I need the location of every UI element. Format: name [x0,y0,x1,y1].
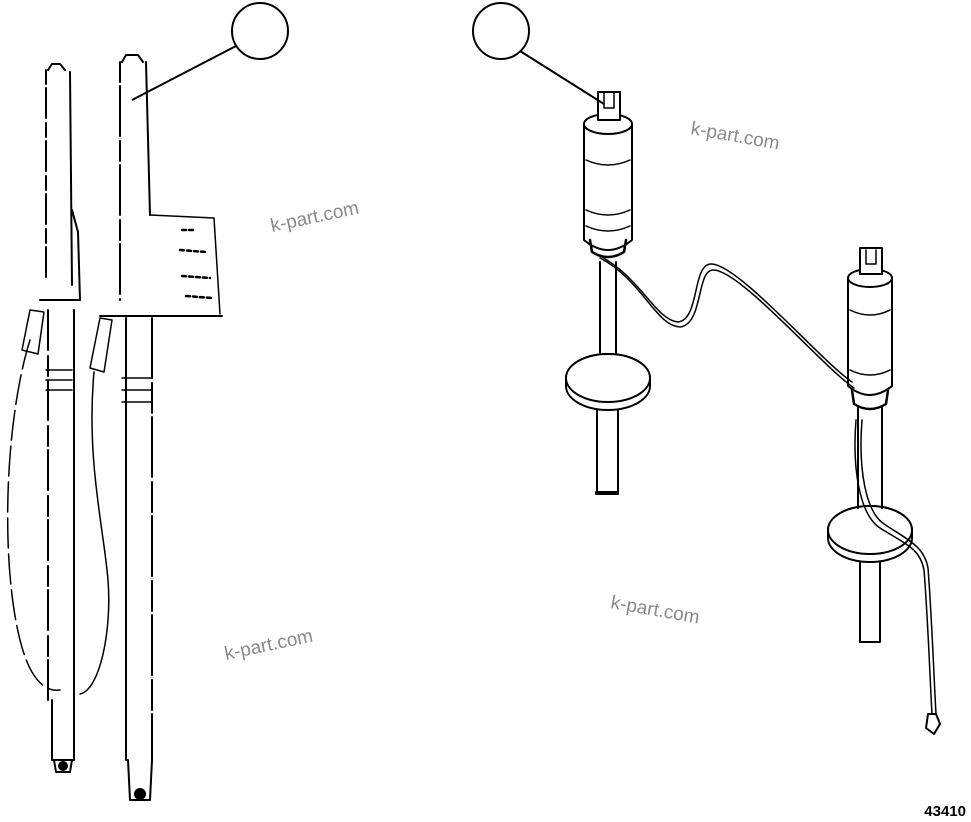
callout-left [131,2,289,101]
post-one [565,91,651,495]
front-tube [99,54,223,801]
callout-right-circle [472,2,530,60]
callout-left-leader [131,45,237,101]
rear-tube [39,63,81,773]
watermark-1: k-part.com [269,198,361,237]
watermark-2: k-part.com [689,118,781,154]
left-cable [6,309,113,695]
watermarks: k-part.com k-part.com k-part.com k-part.… [223,118,781,665]
callout-right [472,2,605,105]
watermark-3: k-part.com [223,626,315,665]
callout-left-circle [231,2,289,60]
connecting-wire [595,253,941,735]
post-two [827,247,913,643]
right-post-assembly [565,91,941,735]
callout-right-leader [519,50,605,105]
left-tube-assembly [6,54,223,801]
watermark-4: k-part.com [609,592,701,628]
figure-number: 43410 [924,803,966,820]
